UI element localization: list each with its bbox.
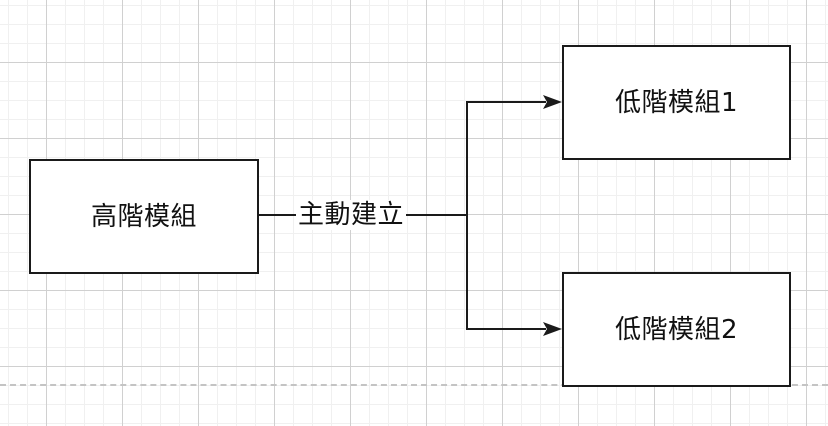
node-low-level-module-2[interactable]: 低階模組2 <box>562 272 791 387</box>
node-high-level-module[interactable]: 高階模組 <box>29 159 259 274</box>
arrowhead-low1-icon <box>543 95 562 109</box>
node-label: 高階模組 <box>90 201 197 232</box>
arrowhead-low2-icon <box>543 322 562 336</box>
node-label: 低階模組1 <box>614 87 739 118</box>
node-low-level-module-1[interactable]: 低階模組1 <box>562 45 791 160</box>
node-label: 低階模組2 <box>614 314 739 345</box>
page-break-line <box>0 384 828 386</box>
edge-label[interactable]: 主動建立 <box>296 200 407 230</box>
